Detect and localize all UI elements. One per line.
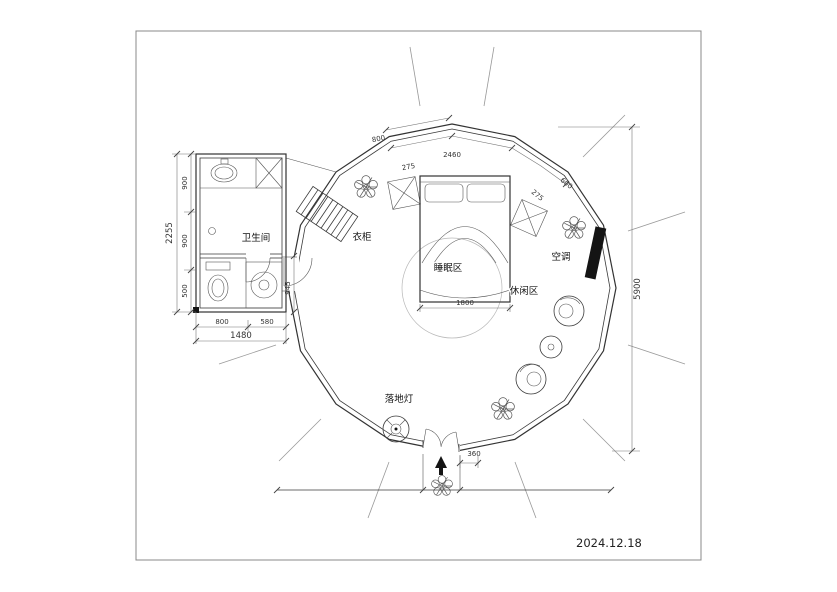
nightstand-left: [387, 176, 421, 210]
entrance-arrow-icon: [435, 456, 447, 468]
dim-bed-width: 1800: [456, 299, 474, 307]
door-opening: [423, 439, 460, 454]
side-table: [539, 335, 563, 359]
dim-top-span: 2460: [443, 151, 461, 159]
label-leisure-area: 休闲区: [510, 285, 539, 297]
plant-bottom: [491, 397, 515, 420]
bathroom: [193, 153, 287, 313]
faucet: [220, 158, 229, 165]
pillow-left: [424, 183, 464, 203]
dim-left-total: 2255: [165, 222, 175, 244]
pillow-right: [466, 183, 506, 203]
armchair-2: [515, 363, 547, 395]
toilet: [205, 261, 231, 302]
center-ring: [401, 237, 503, 339]
dim-door-offset: 360: [467, 450, 480, 458]
plant-right: [562, 216, 586, 239]
label-bathroom: 卫生间: [242, 232, 271, 244]
plant-top-left: [354, 175, 378, 198]
wardrobe-shelves: [295, 185, 359, 243]
entrance-door: [422, 428, 460, 475]
dim-left-seg-mid: 900: [181, 234, 189, 247]
sheet-border: [135, 30, 702, 561]
nightstand-right: [510, 199, 548, 237]
label-sleeping-area: 睡眠区: [434, 262, 463, 274]
dimension-bath-width: 800 580 1480: [192, 312, 290, 345]
wall-column: [193, 307, 199, 313]
ground-line: [273, 454, 615, 494]
floor-lamp-symbol: [382, 415, 410, 443]
dimension-plan-height: 5900: [558, 123, 643, 455]
tent-walls: [285, 123, 617, 453]
shower-stall: [255, 157, 283, 189]
dim-bath-seg-a: 800: [215, 318, 228, 326]
dim-top-edge: 800: [371, 134, 386, 144]
dimension-left: 900 900 500 2255: [165, 150, 196, 316]
passage-door: [282, 256, 313, 292]
dim-top-seg-b: 275: [530, 188, 545, 203]
dim-left-seg-top: 900: [181, 176, 189, 189]
dim-bath-total: 1480: [230, 331, 252, 341]
dimension-bath-right: 945: [284, 252, 298, 316]
dim-plan-height: 5900: [633, 278, 643, 300]
ac-unit: [584, 226, 607, 280]
dim-top-seg-a: 275: [401, 162, 416, 172]
floor-drain: [208, 227, 216, 235]
date-stamp: 2024.12.18: [576, 536, 642, 550]
label-wardrobe: 衣柜: [352, 231, 372, 243]
dim-bath-seg-b: 580: [260, 318, 273, 326]
label-floor-lamp: 落地灯: [385, 393, 414, 405]
roof-rays: [218, 46, 686, 519]
dimension-door: 360: [456, 450, 482, 468]
bed: [419, 175, 511, 303]
dim-bath-right: 945: [284, 281, 292, 294]
dim-left-seg-bottom: 500: [181, 284, 189, 297]
leisure-furniture: [515, 295, 585, 395]
plant-entrance: [431, 475, 453, 496]
armchair-1: [553, 295, 585, 327]
label-air-conditioner: 空调: [551, 251, 570, 263]
washing-unit: [245, 261, 283, 309]
dimension-bed-width: 1800: [416, 299, 514, 312]
